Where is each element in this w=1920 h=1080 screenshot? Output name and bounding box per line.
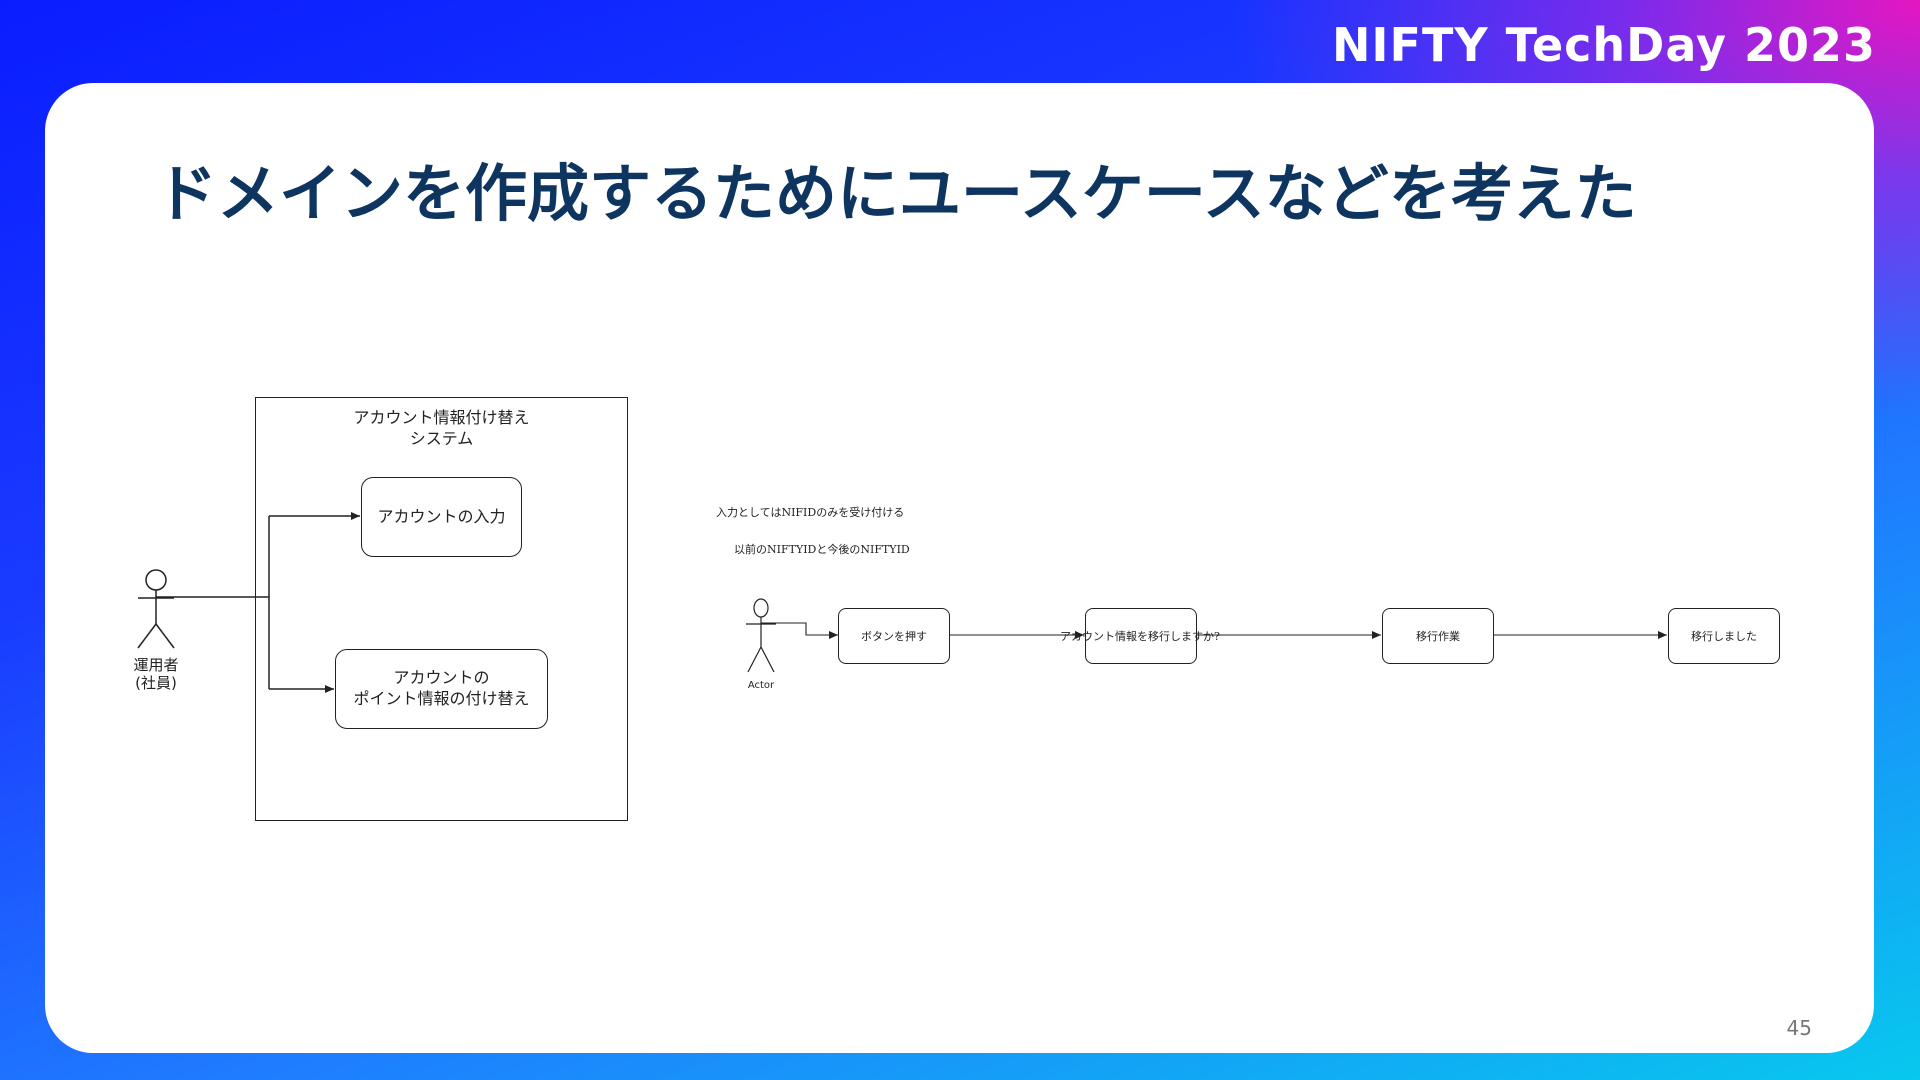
brand-logo: NIFTY TechDay 2023	[1331, 18, 1876, 72]
usecase-point-transfer: アカウントの ポイント情報の付け替え	[335, 649, 548, 729]
note-input-nifid: 入力としてはNIFIDのみを受け付ける	[716, 506, 905, 519]
system-title: アカウント情報付け替え システム	[353, 408, 530, 448]
page-number: 45	[1786, 1016, 1812, 1040]
operator-actor-icon	[137, 569, 175, 649]
operator-actor-label: 運用者 (社員)	[133, 656, 179, 692]
note-nifty-ids: 以前のNIFTYIDと今後のNIFTYID	[734, 543, 910, 556]
flow-connectors	[761, 622, 1667, 639]
step-confirm-migration: アカウント情報を移行しますか?	[1060, 630, 1220, 643]
usecase-connectors	[156, 512, 360, 693]
usecase-account-input: アカウントの入力	[361, 477, 522, 557]
flow-actor-icon	[746, 598, 776, 673]
system-boundary	[255, 397, 628, 821]
step-confirm-box	[1085, 608, 1197, 664]
step-migration-done: 移行しました	[1668, 608, 1780, 664]
step-press-button: ボタンを押す	[838, 608, 950, 664]
flow-actor-label: Actor	[747, 680, 775, 691]
step-migration-work: 移行作業	[1382, 608, 1494, 664]
slide-title: ドメインを作成するためにユースケースなどを考えた	[155, 157, 1637, 230]
slide-card	[45, 83, 1874, 1053]
